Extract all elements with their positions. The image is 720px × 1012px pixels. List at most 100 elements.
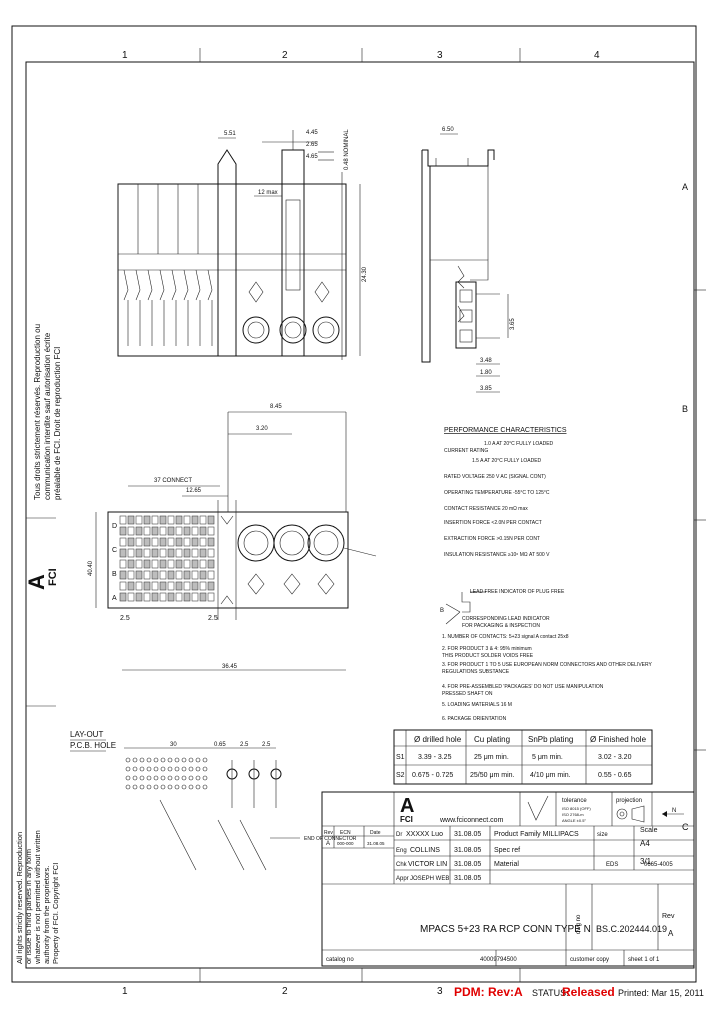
signal-contact-cell	[119, 537, 127, 547]
signal-contact-cell	[143, 526, 151, 536]
drawing-notes: 1. NUMBER OF CONTACTS: 5+23 signal A con…	[442, 634, 653, 722]
signal-contact-cell	[135, 548, 143, 558]
performance-line: RATED VOLTAGE 250 V AC (SIGNAL CONT)	[444, 474, 546, 480]
grid-col-label-bottom: 1	[122, 986, 128, 997]
signal-contact-cell	[175, 515, 183, 525]
note-line: CORRESPONDING LEAD INDICATOR	[462, 616, 550, 622]
plan-view-dimensions: 8.45 3.20 37 CONNECT 12.65 36.45 40.40 2…	[88, 404, 282, 670]
signal-contact-cell	[175, 592, 183, 602]
catalog-label: catalog no	[326, 957, 354, 963]
rev-table-header: Rev	[324, 830, 333, 836]
signal-contact-cell	[151, 537, 159, 547]
signal-contact-cell	[167, 537, 175, 547]
pcb-hole	[146, 784, 152, 790]
signal-contact-cell	[159, 548, 167, 558]
signal-contact-cell	[199, 570, 207, 580]
signal-contact-cell	[191, 537, 199, 547]
plan-view-row-letters: D C B A	[112, 523, 117, 602]
personnel-role: Chk	[396, 862, 408, 868]
hole-table-cell: 0.55 - 0.65	[598, 772, 632, 779]
sheet-inner-border	[25, 61, 695, 969]
rights-notice-english: All rights strictly reserved. Reproducti…	[15, 830, 60, 965]
row-letter: C	[112, 547, 117, 554]
layout-end-label: END OF CONNECTOR	[304, 836, 357, 842]
signal-contact-cell	[159, 592, 167, 602]
signal-contact-cell	[207, 548, 215, 558]
signal-contact-cell	[207, 592, 215, 602]
signal-contact-cell	[119, 526, 127, 536]
grid-row-label: C	[682, 822, 689, 832]
dimension-label: 1.80	[480, 370, 492, 376]
dimension-label: 4.45	[306, 130, 318, 136]
signal-contact-cell	[167, 515, 175, 525]
pcb-hole	[174, 757, 180, 763]
pcb-hole	[174, 775, 180, 781]
pcb-hole	[188, 784, 194, 790]
signal-contact-cell	[191, 548, 199, 558]
hole-table-header: SnPb plating	[528, 735, 573, 744]
signal-contact-cell	[167, 559, 175, 569]
signal-contact-cell	[207, 526, 215, 536]
rev-label: Rev	[662, 913, 675, 920]
note-line: PRESSED SHAFT ON	[442, 691, 493, 697]
signal-contact-cell	[199, 581, 207, 591]
performance-line: EXTRACTION FORCE >0.15N PER CONT	[444, 536, 540, 542]
signal-contact-cell	[175, 570, 183, 580]
pcb-hole	[139, 775, 145, 781]
sheet-label: sheet 1 of 1	[628, 957, 660, 963]
dimension-label: 3.48	[480, 358, 492, 364]
pcb-hole	[188, 766, 194, 772]
signal-contact-cell	[143, 592, 151, 602]
performance-line: 1.5 A AT 20°C FULLY LOADED	[472, 458, 542, 464]
pcb-hole	[195, 766, 201, 772]
pcb-hole	[181, 766, 187, 772]
pcb-hole	[153, 784, 159, 790]
signal-contact-cell	[135, 570, 143, 580]
signal-contact-cell	[119, 581, 127, 591]
grid-column-markers: 1 2 3 4 1 2 3	[122, 48, 600, 997]
pcb-hole	[202, 757, 208, 763]
performance-line: 1.0 A AT 20°C FULLY LOADED	[484, 441, 554, 447]
signal-contact-cell	[143, 537, 151, 547]
rights-line: authority from the proprietors.	[42, 866, 51, 964]
note-line: REGULATIONS SUBSTANCE	[442, 669, 510, 675]
signal-contact-cell	[183, 548, 191, 558]
dimension-label: 40.40	[88, 560, 94, 576]
pdm-revision: PDM: Rev:A	[454, 985, 523, 999]
grid-col-label-top: 3	[437, 50, 443, 61]
signal-contact-cell	[191, 570, 199, 580]
signal-contact-cell	[159, 537, 167, 547]
dimension-label: 36.45	[222, 664, 238, 670]
signal-contact-cell	[191, 515, 199, 525]
side-logo-letter: A	[24, 574, 49, 590]
signal-contact-cell	[119, 592, 127, 602]
hole-table-cell: 4/10 μm min.	[530, 772, 571, 779]
pcb-hole	[146, 775, 152, 781]
personnel-field: Product Family MILLIPACS	[494, 831, 579, 838]
personnel-role: Eng	[396, 848, 407, 854]
rights-line: préalable de FCI. Droit de reproduction …	[53, 347, 62, 500]
personnel-date: 31.08.05	[454, 831, 481, 838]
pcb-hole	[160, 784, 166, 790]
pcb-hole	[195, 784, 201, 790]
dimension-label: 8.45	[270, 404, 282, 410]
signal-contact-cell	[151, 548, 159, 558]
signal-contact-cell	[167, 592, 175, 602]
layout-title: LAY-OUT	[70, 730, 103, 739]
note-line: 1. NUMBER OF CONTACTS: 5+23 signal A con…	[442, 634, 569, 640]
personnel-name: JOSEPH WEB	[410, 876, 449, 882]
signal-contact-cell	[207, 559, 215, 569]
side-view-dimensions: 6.50 3.65 3.48 1.80 3.85	[442, 127, 516, 392]
layout-dim: 2.5	[262, 742, 271, 748]
signal-contact-cell	[135, 592, 143, 602]
signal-contact-cell	[183, 570, 191, 580]
hole-table-cell: 25 μm min.	[474, 754, 509, 761]
dimension-label: 2.65	[306, 142, 318, 148]
status-label: STATUS:	[532, 988, 569, 998]
pcb-hole	[132, 784, 138, 790]
footer-status-bar: PDM: Rev:A STATUS: Released Printed: Mar…	[454, 985, 704, 999]
grid-col-label-top: 1	[122, 50, 128, 61]
signal-contact-cell	[143, 515, 151, 525]
pcb-hole	[202, 766, 208, 772]
row-letter: A	[112, 595, 117, 602]
